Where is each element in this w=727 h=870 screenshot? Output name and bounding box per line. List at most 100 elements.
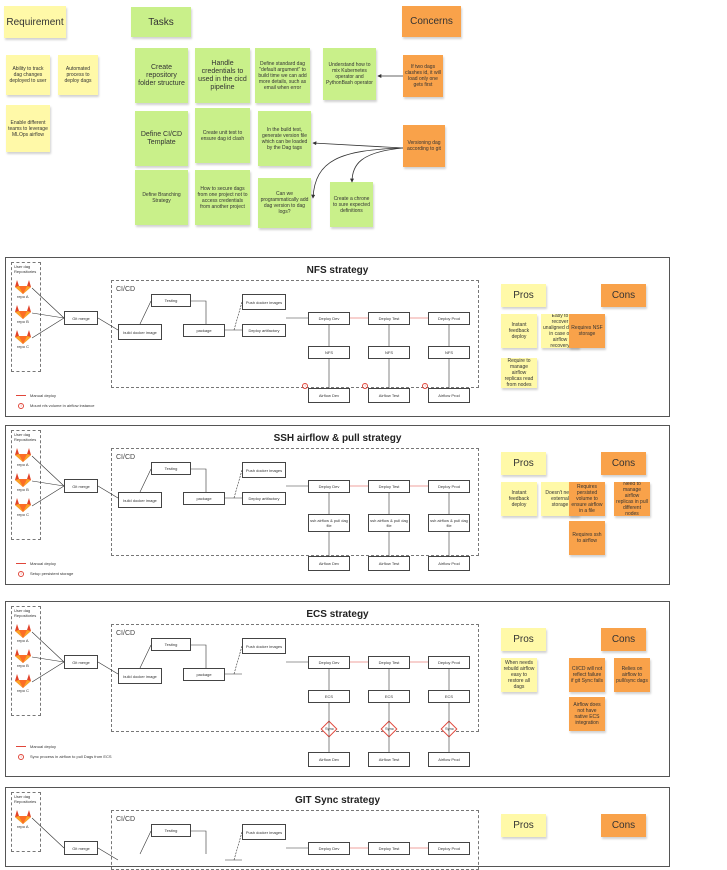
task-kubernetes-operator[interactable]: Understand how to mix Kubernetes operato…	[323, 48, 376, 100]
build-image-box[interactable]: build docker image	[118, 668, 162, 684]
task-secure-dags[interactable]: How to secure dags from one project not …	[195, 170, 250, 225]
target-store-box[interactable]: NFS	[368, 346, 410, 359]
cons-note[interactable]: Need to manage airflow replicas in pull …	[614, 482, 650, 516]
task-credentials[interactable]: Handle credentials to used in the cicd p…	[195, 48, 250, 103]
pros-header[interactable]: Pros	[501, 628, 546, 651]
testing-box[interactable]: Testing	[151, 294, 191, 307]
pros-header[interactable]: Pros	[501, 452, 546, 475]
airflow-instance-box[interactable]: Airflow Test	[368, 556, 410, 571]
req-note-automated[interactable]: Automated process to deploy dags	[58, 55, 98, 95]
pros-note[interactable]: Require to manage airflow replicas read …	[501, 358, 537, 388]
target-store-box[interactable]: ssh airflow & pull dag file	[308, 514, 350, 532]
repositories-label: User dag Repositories	[14, 794, 37, 804]
target-store-box[interactable]: ECS	[428, 690, 470, 703]
pros-header[interactable]: Pros	[501, 814, 546, 837]
cons-header[interactable]: Cons	[601, 284, 646, 307]
pros-note[interactable]: Instant feedback deploy	[501, 314, 537, 348]
legend-warning-icon: !	[18, 403, 24, 409]
airflow-instance-box[interactable]: Airflow Prod	[428, 556, 470, 571]
cons-header[interactable]: Cons	[601, 452, 646, 475]
deploy-artifactory-box[interactable]: Deploy artifactory	[242, 492, 286, 505]
cons-note[interactable]: Requires persisted volume to ensure airf…	[569, 482, 605, 516]
req-note-teams[interactable]: Enable different teams to leverage MLOps…	[6, 105, 50, 152]
airflow-instance-box[interactable]: Airflow Test	[368, 752, 410, 767]
cons-note[interactable]: CI/CD will not reflect failure if git Sy…	[569, 658, 605, 692]
deploy-env-box[interactable]: Deploy Dev	[308, 842, 350, 855]
deploy-env-box[interactable]: Deploy Dev	[308, 480, 350, 493]
deploy-env-box[interactable]: Deploy Dev	[308, 656, 350, 669]
cicd-pipeline-area	[111, 624, 479, 732]
testing-box[interactable]: Testing	[151, 462, 191, 475]
airflow-instance-box[interactable]: Airflow Dev	[308, 388, 350, 403]
git-merge-box[interactable]: Git merge	[64, 655, 98, 669]
cons-note[interactable]: Relies on airflow to pull/sync dags	[614, 658, 650, 692]
deploy-env-box[interactable]: Deploy Dev	[308, 312, 350, 325]
target-store-box[interactable]: NFS	[308, 346, 350, 359]
repo-label: repo A	[17, 638, 29, 643]
package-box[interactable]: package	[183, 492, 225, 505]
task-repo-structure[interactable]: Create repository folder structure	[135, 48, 188, 103]
tasks-header[interactable]: Tasks	[131, 7, 191, 37]
deploy-env-box[interactable]: Deploy Test	[368, 842, 410, 855]
gitlab-repo-icon	[14, 448, 32, 462]
cons-note[interactable]: Airflow does not have native ECS integra…	[569, 697, 605, 731]
repositories-label: User dag Repositories	[14, 432, 37, 442]
push-images-box[interactable]: Push docker images	[242, 462, 286, 478]
task-cicd-template[interactable]: Define CI/CD Template	[135, 111, 188, 166]
cons-header[interactable]: Cons	[601, 814, 646, 837]
push-images-box[interactable]: Push docker images	[242, 638, 286, 654]
airflow-instance-box[interactable]: Airflow Dev	[308, 752, 350, 767]
deploy-env-box[interactable]: Deploy Test	[368, 480, 410, 493]
build-image-box[interactable]: build docker image	[118, 492, 162, 508]
repositories-label: User dag Repositories	[14, 608, 37, 618]
task-chrone[interactable]: Create a chrone to sure expected definit…	[330, 182, 373, 227]
task-version-file[interactable]: In the build test, generate version file…	[258, 111, 311, 166]
concerns-header[interactable]: Concerns	[402, 6, 461, 37]
deploy-env-box[interactable]: Deploy Prod	[428, 480, 470, 493]
concern-versioning[interactable]: Versioning dag according to git	[403, 125, 445, 167]
gitlab-fox-icon	[15, 649, 31, 663]
gitlab-fox-icon	[15, 498, 31, 512]
deploy-env-box[interactable]: Deploy Prod	[428, 656, 470, 669]
gitlab-repo-icon	[14, 624, 32, 638]
airflow-instance-box[interactable]: Airflow Test	[368, 388, 410, 403]
cons-note[interactable]: Requires ssh to airflow	[569, 521, 605, 555]
warning-icon: !	[422, 383, 428, 389]
push-images-box[interactable]: Push docker images	[242, 824, 286, 840]
deploy-env-box[interactable]: Deploy Prod	[428, 312, 470, 325]
git-merge-box[interactable]: Git merge	[64, 479, 98, 493]
git-merge-box[interactable]: Git merge	[64, 311, 98, 325]
deploy-env-box[interactable]: Deploy Test	[368, 656, 410, 669]
pros-note[interactable]: When needs rebuild airflow easy to resto…	[501, 658, 537, 692]
req-note-track[interactable]: Ability to track dag changes deployed to…	[6, 55, 50, 95]
package-box[interactable]: package	[183, 668, 225, 681]
concern-id-clash[interactable]: If two dags clashes id, it will load onl…	[403, 55, 443, 97]
cicd-pipeline-area	[111, 280, 479, 388]
build-image-box[interactable]: build docker image	[118, 324, 162, 340]
airflow-instance-box[interactable]: Airflow Prod	[428, 752, 470, 767]
deploy-artifactory-box[interactable]: Deploy artifactory	[242, 324, 286, 337]
push-images-box[interactable]: Push docker images	[242, 294, 286, 310]
deploy-env-box[interactable]: Deploy Test	[368, 312, 410, 325]
testing-box[interactable]: Testing	[151, 638, 191, 651]
legend-warning-icon: !	[18, 571, 24, 577]
task-dag-version-logs[interactable]: Can we programmatically add dag version …	[258, 178, 311, 228]
airflow-instance-box[interactable]: Airflow Prod	[428, 388, 470, 403]
pros-header[interactable]: Pros	[501, 284, 546, 307]
target-store-box[interactable]: ECS	[368, 690, 410, 703]
target-store-box[interactable]: ssh airflow & pull dag file	[368, 514, 410, 532]
requirement-header[interactable]: Requirement	[4, 6, 66, 38]
testing-box[interactable]: Testing	[151, 824, 191, 837]
target-store-box[interactable]: ssh airflow & pull dag file	[428, 514, 470, 532]
task-default-args[interactable]: Define standard dag "default argument" t…	[255, 48, 310, 103]
pros-note[interactable]: Instant feedback deploy	[501, 482, 537, 516]
task-branching[interactable]: Define Branching Strategy	[135, 170, 188, 225]
airflow-instance-box[interactable]: Airflow Dev	[308, 556, 350, 571]
cons-header[interactable]: Cons	[601, 628, 646, 651]
cons-note[interactable]: Requires NSF storage	[569, 314, 605, 348]
package-box[interactable]: package	[183, 324, 225, 337]
target-store-box[interactable]: NFS	[428, 346, 470, 359]
target-store-box[interactable]: ECS	[308, 690, 350, 703]
deploy-env-box[interactable]: Deploy Prod	[428, 842, 470, 855]
task-unit-test[interactable]: Create unit test to ensure dag id clash	[195, 108, 250, 163]
